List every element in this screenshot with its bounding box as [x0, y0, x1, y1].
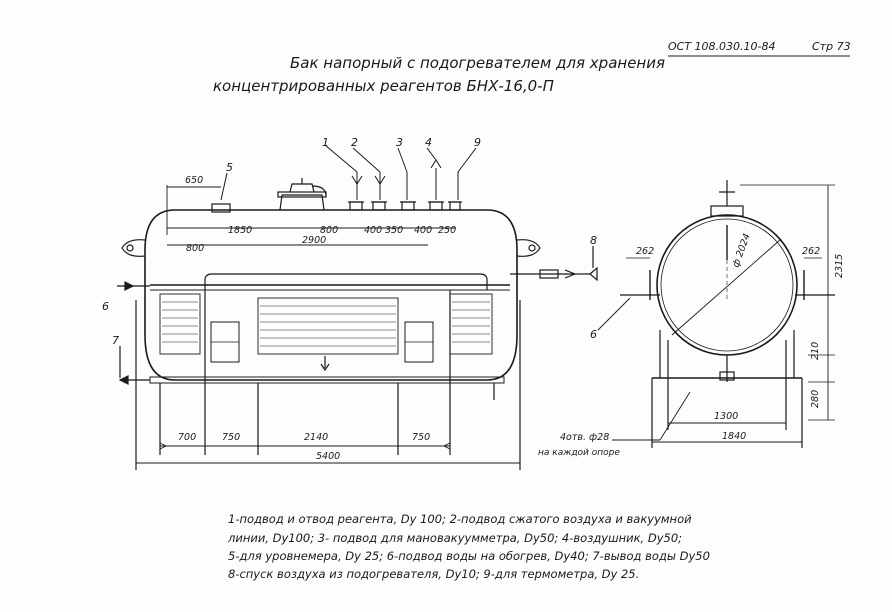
dim-750-a: 750 [222, 432, 240, 443]
dim-210: 210 [810, 342, 821, 360]
side-view [117, 144, 598, 470]
dim-800-top: 800 [320, 225, 338, 236]
drawing-title-line-2: концентрированных реагентов БНХ-16,0-П [213, 77, 554, 95]
dim-1850: 1850 [228, 225, 252, 236]
dim-2900: 2900 [302, 235, 326, 246]
legend-line-3: 5-для уровнемера, Dy 25; 6-подвод воды н… [228, 549, 710, 563]
dim-350: 350 [385, 225, 403, 236]
top-dimension-lines [166, 185, 456, 246]
dim-1300: 1300 [714, 411, 738, 422]
dim-2140: 2140 [304, 432, 328, 443]
heater-coil [150, 273, 510, 372]
dim-750-b: 750 [412, 432, 430, 443]
callout-7: 7 [112, 334, 119, 347]
dim-400-a: 400 [364, 225, 382, 236]
legend-line-2: линии, Dy100; 3- подвод для мановакуумме… [228, 531, 683, 545]
dim-2315: 2315 [834, 254, 845, 278]
dim-diameter-2024: ф 2024 [730, 232, 752, 269]
diameter-line [671, 239, 781, 336]
dim-800-left: 800 [186, 243, 204, 254]
top-nozzles [211, 178, 462, 213]
callout-8: 8 [590, 234, 597, 247]
callout-4: 4 [425, 136, 432, 149]
page-number: Стр 73 [812, 40, 851, 53]
dim-700: 700 [178, 432, 196, 443]
callout-5: 5 [226, 161, 233, 174]
inlet-6-arrow [117, 281, 150, 291]
vent-8-arrow [510, 246, 598, 282]
legend-line-1: 1-подвод и отвод реагента, Dy 100; 2-под… [228, 512, 692, 526]
dim-5400: 5400 [316, 451, 340, 462]
document-number: ОСТ 108.030.10-84 [668, 40, 776, 53]
dim-280: 280 [810, 390, 821, 408]
nozzle-callout-leaders [220, 144, 477, 201]
holes-label: 4отв. ф28 [560, 432, 609, 443]
dim-1840: 1840 [722, 431, 746, 442]
holes-note: на каждой опоре [538, 448, 620, 458]
dim-262-right: 262 [802, 246, 820, 257]
bottom-dimension-lines [136, 442, 520, 464]
callout-6-end-view: 6 [590, 328, 597, 341]
dim-262-left: 262 [636, 246, 654, 257]
dim-650: 650 [185, 175, 203, 186]
callout-3: 3 [396, 136, 403, 149]
callout-1: 1 [322, 136, 329, 149]
dim-250: 250 [438, 225, 456, 236]
legend-line-4: 8-спуск воздуха из подогревателя, Dy10; … [228, 567, 640, 581]
lifting-lug-right [516, 239, 541, 257]
callout-6: 6 [102, 300, 109, 313]
tank-shell [144, 209, 518, 381]
callout-2: 2 [351, 136, 358, 149]
lifting-lug-left [121, 239, 146, 257]
drawing-title-line-1: Бак напорный с подогревателем для хранен… [290, 54, 666, 72]
callout-9: 9 [474, 136, 481, 149]
end-view [597, 180, 835, 448]
dim-400-b: 400 [414, 225, 432, 236]
outlet-7-pipe [118, 346, 505, 385]
